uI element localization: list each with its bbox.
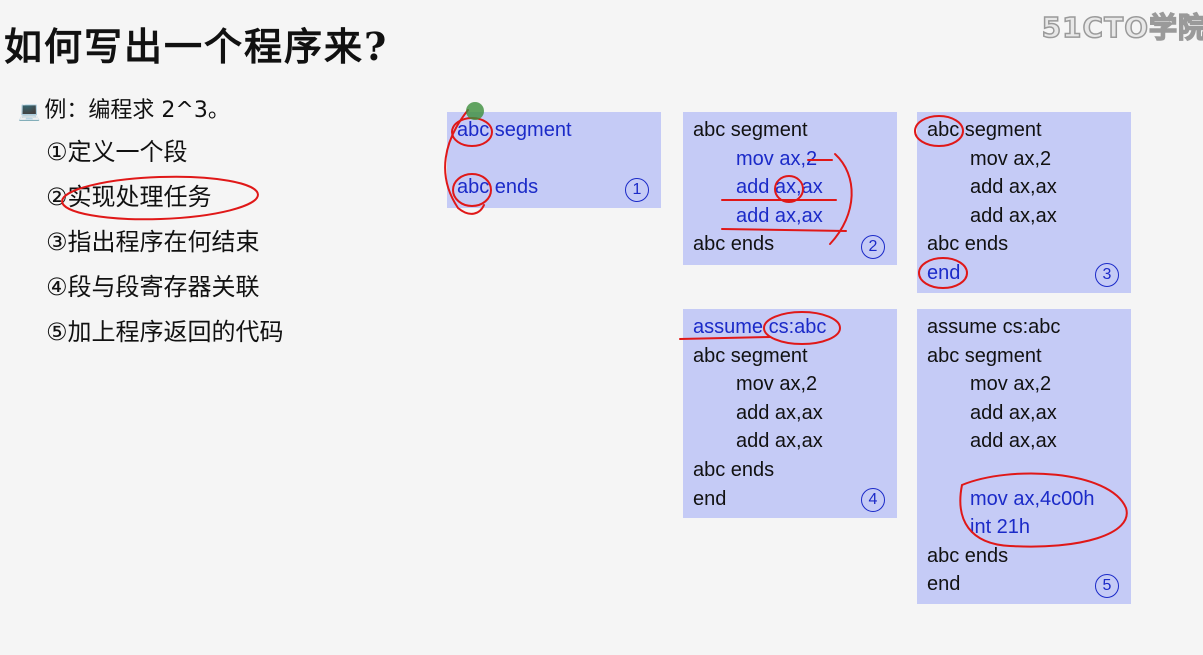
example-line: 💻例：编程求 2^3。	[18, 92, 230, 124]
code-line: mov ax,2	[970, 373, 1052, 396]
code-line: add ax,ax	[970, 204, 1057, 227]
code-line: mov ax,2	[736, 373, 818, 396]
code-line	[927, 456, 1131, 485]
step-item: ①定义一个段	[46, 138, 188, 166]
code-line: add ax,ax	[970, 176, 1057, 199]
code-line: int 21h	[970, 516, 1031, 539]
slide-title: 如何写出一个程序来?	[4, 24, 389, 69]
steps-list: ①定义一个段 ②实现处理任务 ③指出程序在何结束 ④段与段寄存器关联 ⑤加上程序…	[46, 134, 284, 359]
code-line: add ax,ax	[736, 204, 823, 227]
code-line: end	[927, 573, 961, 596]
step-item: ④段与段寄存器关联	[46, 273, 260, 301]
code-box-5: assume cs:abc abc segment mov ax,2 add ax,a…	[917, 309, 1131, 604]
code-line: abc ends	[693, 233, 775, 256]
step-item: ③指出程序在何结束	[46, 228, 260, 256]
code-line: end	[693, 487, 727, 510]
step-item: ⑤加上程序返回的代码	[46, 318, 284, 346]
code-line: mov ax,2	[736, 147, 818, 170]
code-line: abc ends	[693, 458, 775, 481]
code-line: abc ends	[927, 233, 1009, 256]
box-number-badge: 3	[1095, 263, 1119, 287]
box-number-badge: 4	[861, 488, 885, 512]
code-line: add ax,ax	[736, 401, 823, 424]
box-number-badge: 5	[1095, 574, 1119, 598]
code-line: abc segment	[927, 119, 1042, 141]
code-line: add ax,ax	[970, 430, 1057, 453]
code-line: assume cs:abc	[927, 316, 1061, 338]
code-box-3: abc segment mov ax,2 add ax,ax add ax,ax abc…	[917, 112, 1131, 293]
code-line	[457, 145, 661, 174]
code-line: assume cs:abc	[693, 316, 827, 338]
step-item: ②实现处理任务	[46, 183, 212, 211]
code-box-2: abc segment mov ax,2 add ax,ax add ax,ax abc…	[683, 112, 897, 265]
code-line: abc segment	[927, 344, 1042, 367]
code-line: abc segment	[693, 119, 808, 141]
code-line: mov ax,2	[970, 147, 1052, 170]
code-line: abc ends	[927, 544, 1009, 567]
code-line: abc segment	[457, 119, 572, 141]
code-line: add ax,ax	[736, 176, 823, 199]
code-box-4: assume cs:abc abc segment mov ax,2 add ax,a…	[683, 309, 897, 518]
code-line: add ax,ax	[736, 430, 823, 453]
box-number-badge: 1	[625, 178, 649, 202]
code-line: add ax,ax	[970, 401, 1057, 424]
box-number-badge: 2	[861, 235, 885, 259]
example-text: 例：编程求 2^3。	[44, 98, 230, 123]
watermark-logo: 51CTO学院	[1041, 10, 1203, 45]
code-line: abc segment	[693, 344, 808, 367]
computer-icon: 💻	[18, 101, 41, 122]
code-line: mov ax,4c00h	[970, 487, 1095, 510]
